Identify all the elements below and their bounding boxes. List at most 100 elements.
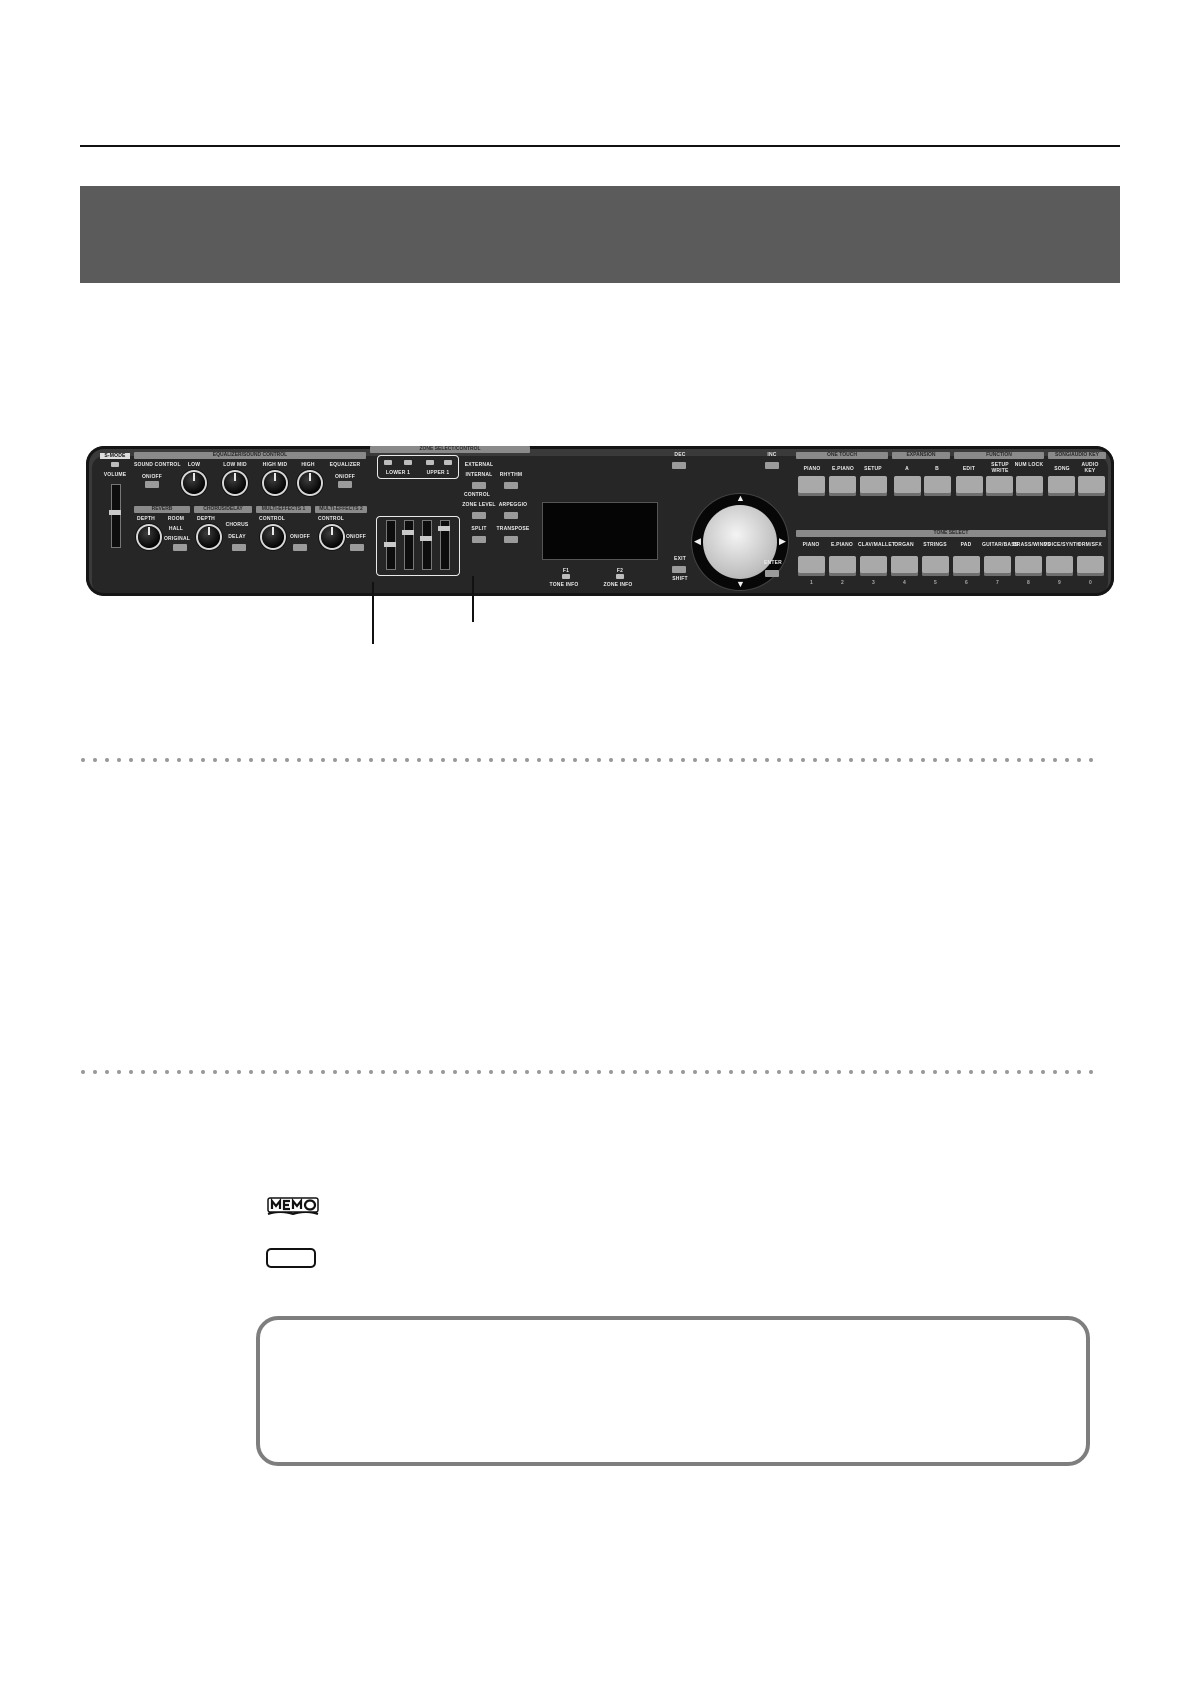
f2-button [616, 574, 624, 579]
value-dial [703, 505, 777, 579]
zone-slider-3 [422, 520, 432, 570]
tone-select-button-5 [922, 556, 949, 576]
memo-icon [267, 1197, 319, 1216]
one-touch-section-bar: ONE TOUCH [796, 452, 888, 459]
dec-button [672, 462, 686, 469]
mfx1-on-off-label: ON/OFF [289, 534, 311, 540]
chorus-depth-label: DEPTH [197, 516, 215, 522]
reverb-depth-knob [138, 526, 160, 548]
chorus-label: CHORUS [225, 522, 249, 528]
original-label: ORIGINAL [163, 536, 191, 542]
setup-label: SETUP [864, 466, 882, 472]
one-touch-e-piano-button [829, 476, 856, 496]
tone-select-number-6: 6 [965, 580, 968, 586]
high-mid-knob [264, 472, 286, 494]
tone-select-section-bar: TONE SELECT [796, 530, 1106, 537]
lcd-display [542, 502, 658, 560]
zone-slider-4-cap [438, 526, 450, 531]
low-mid-label: LOW MID [223, 462, 247, 468]
dotted-separator-1 [81, 758, 1105, 762]
tone-select-button-4 [891, 556, 918, 576]
high-knob [299, 472, 321, 494]
low-knob [183, 472, 205, 494]
chorus-depth-knob [198, 526, 220, 548]
tone-select-button-8 [1015, 556, 1042, 576]
exit-button [672, 566, 686, 573]
zone-slider-3-cap [420, 536, 432, 541]
mfx2-control-label: CONTROL [317, 516, 345, 522]
audio-key-label: AUDIO KEY [1081, 462, 1099, 474]
zone-upper1-led [444, 460, 452, 465]
zone-select-callout-box [377, 455, 459, 479]
tone-select-number-4: 4 [903, 580, 906, 586]
cursor-down-icon: ▼ [736, 579, 745, 589]
expansion-section-bar: EXPANSION [892, 452, 950, 459]
expansion-b-label: B [935, 466, 939, 472]
rhythm-label: RHYTHM [499, 472, 523, 478]
control-label: CONTROL [463, 492, 491, 498]
cursor-right-icon: ▶ [779, 536, 786, 546]
audio-key-button [1078, 476, 1105, 496]
tone-select-button-9 [1046, 556, 1073, 576]
external-internal-button [472, 482, 486, 489]
song-audio-section-bar: SONG/AUDIO KEY [1048, 452, 1106, 459]
transpose-label: TRANSPOSE [496, 526, 530, 532]
tone-select-label-6: PAD [960, 542, 972, 548]
sound-control-button [145, 481, 159, 488]
split-label: SPLIT [471, 526, 487, 532]
zone-slider-2 [404, 520, 414, 570]
reverb-section-bar: REVERB [134, 506, 190, 513]
equalizer-button [338, 481, 352, 488]
inc-label: INC [767, 452, 777, 458]
tone-select-label-2: E.PIANO [831, 542, 853, 548]
lower1-label: LOWER 1 [385, 470, 411, 476]
setup-write-button [986, 476, 1013, 496]
external-label: EXTERNAL [464, 462, 494, 468]
tone-select-number-3: 3 [872, 580, 875, 586]
callout-line-zone-select [372, 582, 374, 644]
song-label: SONG [1054, 466, 1070, 472]
mfx1-control-label: CONTROL [258, 516, 286, 522]
tone-select-label-10: DRM/SFX [1078, 542, 1102, 548]
dotted-separator-2 [81, 1070, 1105, 1074]
zone-lower2-led [384, 460, 392, 465]
volume-slider [111, 484, 121, 548]
num-lock-label: NUM LOCK [1014, 462, 1044, 468]
arpeggio-button [504, 512, 518, 519]
zone-lower1-led [404, 460, 412, 465]
tone-select-button-7 [984, 556, 1011, 576]
setup-write-label: SETUP WRITE [991, 462, 1009, 474]
setup-button [860, 476, 887, 496]
upper1-label: UPPER 1 [426, 470, 450, 476]
reverb-button [173, 544, 187, 551]
multi-effects-2-section-bar: MULTI-EFFECTS 2 [315, 506, 367, 513]
f1-button [562, 574, 570, 579]
zone-upper2-led [426, 460, 434, 465]
control-zone-level-button [472, 512, 486, 519]
tone-select-button-2 [829, 556, 856, 576]
one-touch-e-piano-label: E.PIANO [832, 466, 854, 472]
zone-level-callout-box [376, 516, 460, 576]
one-touch-piano-label: PIANO [803, 466, 821, 472]
one-touch-piano-button [798, 476, 825, 496]
high-label: HIGH [301, 462, 315, 468]
expansion-a-button [894, 476, 921, 496]
song-button [1048, 476, 1075, 496]
mfx2-button [350, 544, 364, 551]
tone-select-label-4: ORGAN [894, 542, 914, 548]
delay-label: DELAY [228, 534, 246, 540]
high-mid-label: HIGH MID [262, 462, 288, 468]
callout-line-zone-level [472, 576, 474, 622]
tone-select-number-8: 8 [1027, 580, 1030, 586]
enter-button [765, 570, 779, 577]
header-rule [80, 145, 1120, 147]
multi-effects-1-section-bar: MULTI-EFFECTS 1 [256, 506, 311, 513]
mfx2-on-off-label: ON/OFF [345, 534, 367, 540]
tone-select-number-10: 0 [1089, 580, 1092, 586]
edit-button [956, 476, 983, 496]
tone-select-button-1 [798, 556, 825, 576]
rhythm-button [504, 482, 518, 489]
tone-select-number-7: 7 [996, 580, 999, 586]
chorus-delay-section-bar: CHORUS/DELAY [194, 506, 252, 513]
equalizer-section-bar: EQUALIZER/SOUND CONTROL [134, 452, 366, 459]
